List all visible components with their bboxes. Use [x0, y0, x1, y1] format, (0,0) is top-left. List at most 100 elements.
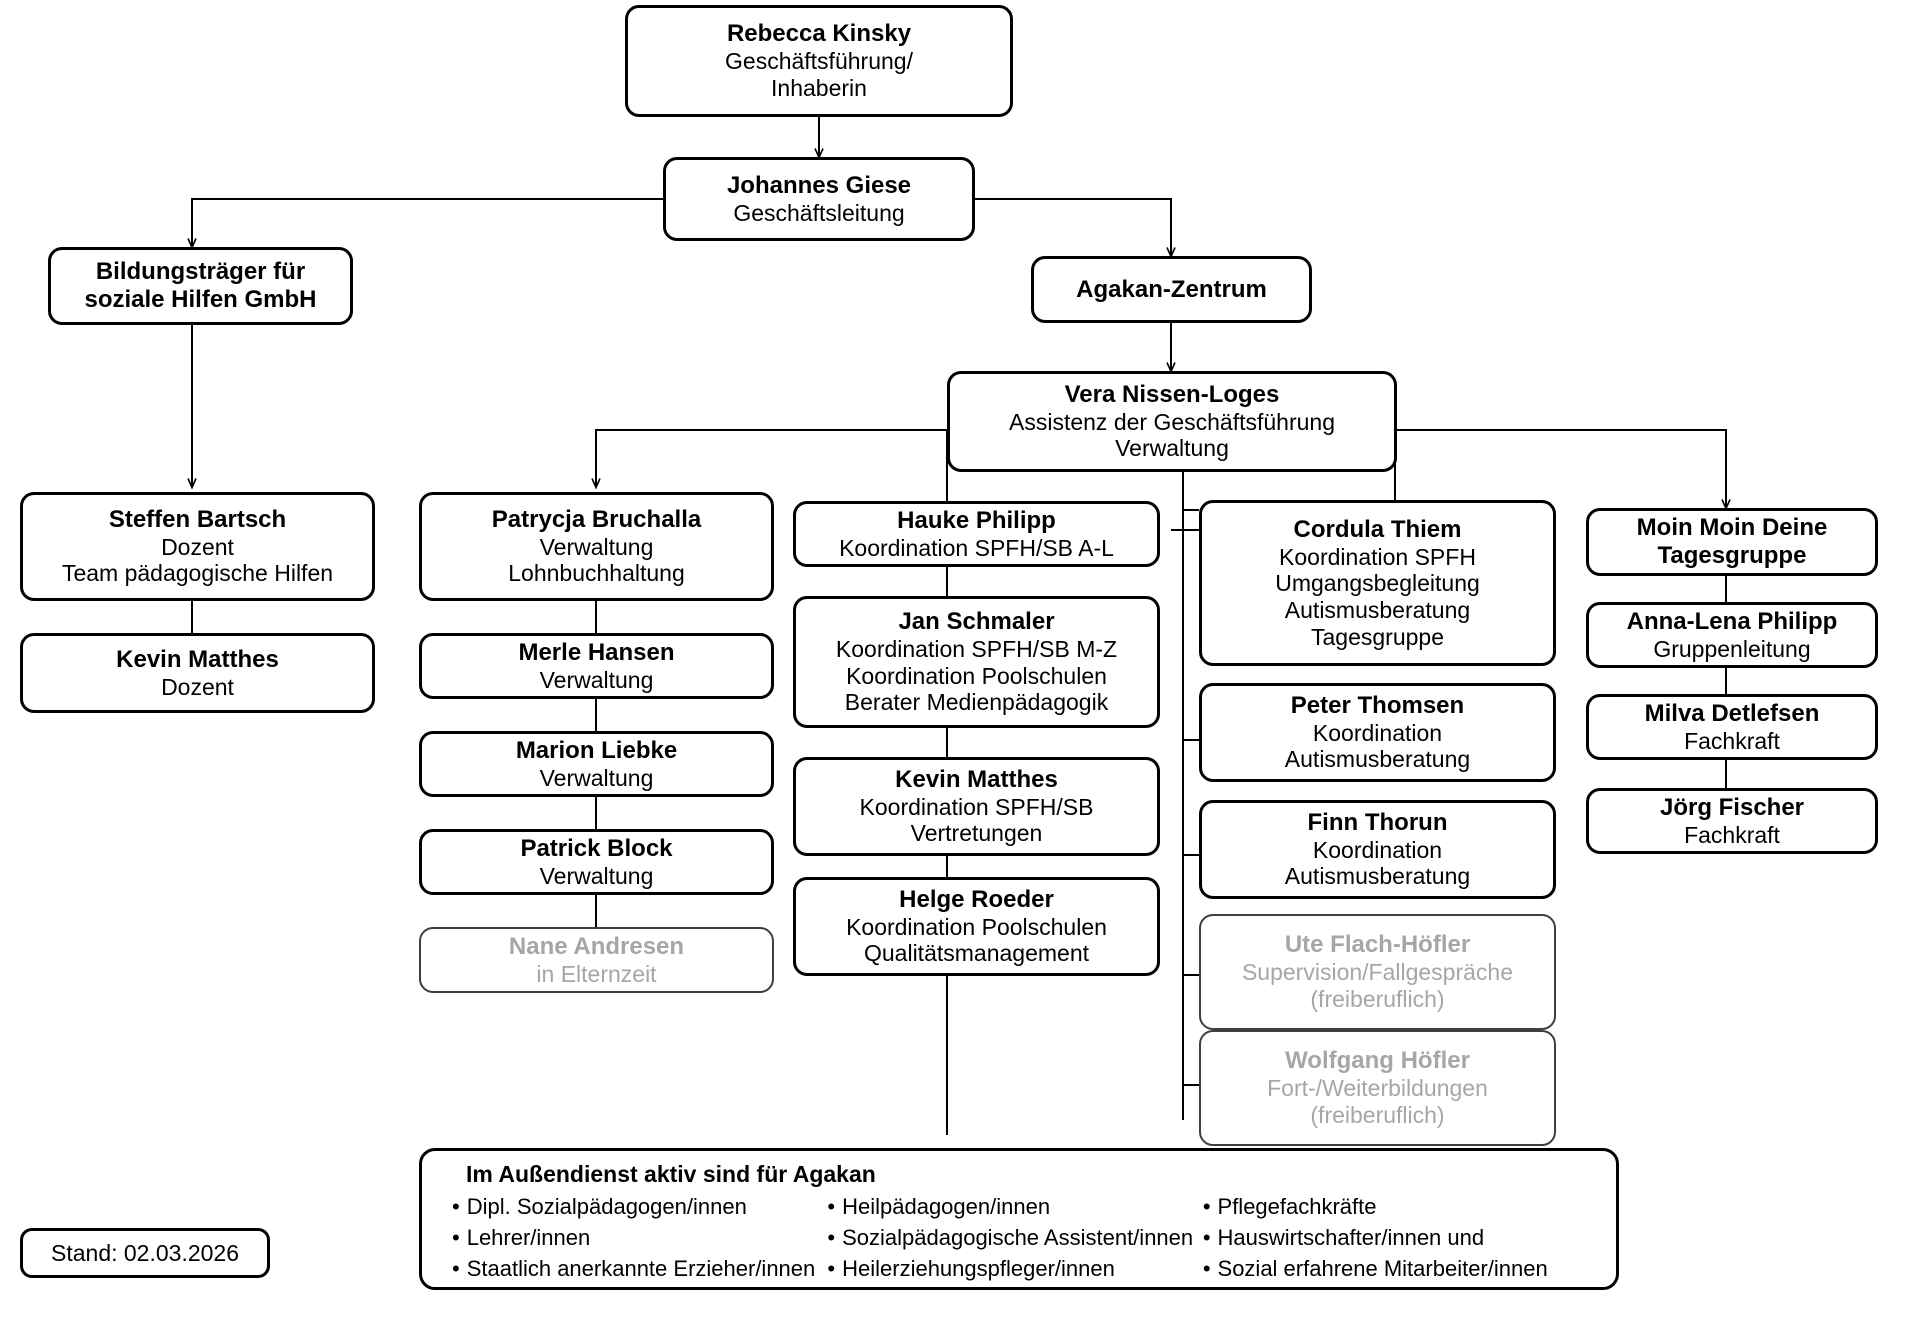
- node-role: (freiberuflich): [1310, 1101, 1445, 1128]
- node-cordula-thiem[interactable]: Cordula Thiem Koordination SPFH Umgangsb…: [1199, 500, 1556, 666]
- node-role: Gruppenleitung: [1653, 635, 1811, 662]
- node-peter-thomsen[interactable]: Peter Thomsen Koordination Autismusberat…: [1199, 683, 1556, 782]
- node-name: Moin Moin Deine Tagesgruppe: [1636, 514, 1828, 569]
- node-role: Qualitätsmanagement: [863, 940, 1089, 967]
- list-item: Pflegefachkräfte: [1203, 1191, 1598, 1222]
- node-finn-thorun[interactable]: Finn Thorun Koordination Autismusberatun…: [1199, 800, 1556, 899]
- node-role: Autismusberatung: [1284, 596, 1471, 623]
- node-vera-nissen-loges[interactable]: Vera Nissen-Loges Assistenz der Geschäft…: [947, 371, 1397, 472]
- node-role: Fort-/Weiterbildungen: [1267, 1075, 1488, 1102]
- node-name: Marion Liebke: [515, 736, 678, 764]
- node-johannes-giese[interactable]: Johannes Giese Geschäftsleitung: [663, 157, 975, 241]
- node-role: Umgangsbegleitung: [1275, 570, 1480, 597]
- node-rebecca-kinsky[interactable]: Rebecca Kinsky Geschäftsführung/ Inhaber…: [625, 5, 1013, 117]
- node-name: Jörg Fischer: [1659, 793, 1805, 821]
- node-role: Team pädagogische Hilfen: [61, 560, 334, 587]
- node-role: Verwaltung: [1115, 435, 1229, 462]
- node-name: Milva Detlefsen: [1644, 699, 1820, 727]
- node-role: Supervision/Fallgespräche: [1241, 959, 1514, 986]
- node-role: Tagesgruppe: [1311, 623, 1444, 650]
- node-role: Geschäftsführung/: [725, 48, 913, 75]
- node-joerg-fischer[interactable]: Jörg Fischer Fachkraft: [1586, 788, 1878, 854]
- node-name: Cordula Thiem: [1293, 515, 1462, 543]
- node-steffen-bartsch[interactable]: Steffen Bartsch Dozent Team pädagogische…: [20, 492, 375, 601]
- node-hauke-philipp[interactable]: Hauke Philipp Koordination SPFH/SB A-L: [793, 501, 1160, 567]
- node-role: Fachkraft: [1684, 727, 1780, 754]
- list-item: Sozialpädagogische Assistent/innen: [827, 1222, 1202, 1253]
- node-patrick-block[interactable]: Patrick Block Verwaltung: [419, 829, 774, 895]
- list-item: Hauswirtschafter/innen und: [1203, 1222, 1598, 1253]
- node-role: Verwaltung: [539, 533, 654, 560]
- node-role: Autismusberatung: [1284, 746, 1471, 773]
- node-helge-roeder[interactable]: Helge Roeder Koordination Poolschulen Qu…: [793, 877, 1160, 976]
- node-anna-lena-philipp[interactable]: Anna-Lena Philipp Gruppenleitung: [1586, 602, 1878, 668]
- node-jan-schmaler[interactable]: Jan Schmaler Koordination SPFH/SB M-Z Ko…: [793, 596, 1160, 728]
- node-role: Koordination SPFH: [1279, 543, 1476, 570]
- node-name: Ute Flach-Höfler: [1284, 931, 1471, 959]
- node-name: Anna-Lena Philipp: [1626, 607, 1838, 635]
- node-role: Inhaberin: [771, 74, 867, 101]
- node-role: Vertretungen: [910, 820, 1043, 847]
- aussendienst-panel: Im Außendienst aktiv sind für Agakan Dip…: [419, 1148, 1619, 1290]
- node-role: Assistenz der Geschäftsführung: [1009, 408, 1335, 435]
- list-item: Staatlich anerkannte Erzieher/innen: [452, 1253, 827, 1284]
- aussendienst-column-1: Dipl. Sozialpädagogen/innen Lehrer/innen…: [452, 1191, 827, 1285]
- node-role: Koordination SPFH/SB A-L: [839, 534, 1114, 561]
- node-role: Dozent: [161, 533, 234, 560]
- node-role: Koordination SPFH/SB: [859, 793, 1094, 820]
- node-name: Johannes Giese: [726, 171, 912, 199]
- aussendienst-title: Im Außendienst aktiv sind für Agakan: [466, 1161, 876, 1187]
- aussendienst-column-2: Heilpädagogen/innen Sozialpädagogische A…: [827, 1191, 1202, 1285]
- node-merle-hansen[interactable]: Merle Hansen Verwaltung: [419, 633, 774, 699]
- node-name: Jan Schmaler: [898, 608, 1055, 636]
- node-role: Koordination Poolschulen: [846, 662, 1107, 689]
- node-role: Koordination: [1312, 836, 1443, 863]
- node-marion-liebke[interactable]: Marion Liebke Verwaltung: [419, 731, 774, 797]
- node-role: Dozent: [161, 673, 234, 700]
- node-kevin-matthes-dozent[interactable]: Kevin Matthes Dozent: [20, 633, 375, 713]
- list-item: Sozial erfahrene Mitarbeiter/innen: [1203, 1253, 1598, 1284]
- node-name: Vera Nissen-Loges: [1064, 380, 1280, 408]
- node-name: Rebecca Kinsky: [726, 20, 912, 48]
- list-item: Dipl. Sozialpädagogen/innen: [452, 1191, 827, 1222]
- node-name: Wolfgang Höfler: [1285, 1047, 1470, 1075]
- node-role: Autismusberatung: [1284, 863, 1471, 890]
- node-wolfgang-hoefler[interactable]: Wolfgang Höfler Fort-/Weiterbildungen (f…: [1199, 1030, 1556, 1146]
- aussendienst-columns: Dipl. Sozialpädagogen/innen Lehrer/innen…: [452, 1191, 1598, 1285]
- node-role: in Elternzeit: [536, 960, 657, 987]
- node-name: Patrick Block: [520, 834, 673, 862]
- node-name: Merle Hansen: [518, 638, 675, 666]
- node-role: Koordination: [1312, 719, 1443, 746]
- node-role: Geschäftsleitung: [733, 199, 905, 226]
- node-role: Berater Medienpädagogik: [844, 689, 1109, 716]
- stand-date-badge: Stand: 02.03.2026: [20, 1228, 270, 1278]
- node-name: Bildungsträger für soziale Hilfen GmbH: [84, 258, 317, 313]
- node-ute-flach-hoefler[interactable]: Ute Flach-Höfler Supervision/Fallgespräc…: [1199, 914, 1556, 1030]
- list-item: Heilerziehungspfleger/innen: [827, 1253, 1202, 1284]
- node-name: Kevin Matthes: [116, 645, 279, 673]
- node-name: Peter Thomsen: [1290, 691, 1465, 719]
- node-bildungstraeger[interactable]: Bildungsträger für soziale Hilfen GmbH: [48, 247, 353, 325]
- node-role: Verwaltung: [539, 666, 654, 693]
- node-role: Koordination Poolschulen: [846, 913, 1107, 940]
- node-patrycja-bruchalla[interactable]: Patrycja Bruchalla Verwaltung Lohnbuchha…: [419, 492, 774, 601]
- node-agakan-zentrum[interactable]: Agakan-Zentrum: [1031, 256, 1312, 323]
- node-moin-moin-deine-tagesgruppe[interactable]: Moin Moin Deine Tagesgruppe: [1586, 508, 1878, 576]
- node-kevin-matthes-koordination[interactable]: Kevin Matthes Koordination SPFH/SB Vertr…: [793, 757, 1160, 856]
- node-role: Verwaltung: [539, 862, 654, 889]
- node-role: Fachkraft: [1684, 821, 1780, 848]
- node-name: Steffen Bartsch: [108, 505, 287, 533]
- stand-date-text: Stand: 02.03.2026: [51, 1239, 239, 1266]
- node-milva-detlefsen[interactable]: Milva Detlefsen Fachkraft: [1586, 694, 1878, 760]
- list-item: Lehrer/innen: [452, 1222, 827, 1253]
- node-role: Koordination SPFH/SB M-Z: [835, 635, 1118, 662]
- node-name: Helge Roeder: [899, 885, 1054, 913]
- node-name: Nane Andresen: [508, 932, 685, 960]
- node-name: Kevin Matthes: [895, 765, 1058, 793]
- node-nane-andresen[interactable]: Nane Andresen in Elternzeit: [419, 927, 774, 993]
- aussendienst-column-3: Pflegefachkräfte Hauswirtschafter/innen …: [1203, 1191, 1598, 1285]
- node-role: Verwaltung: [539, 764, 654, 791]
- list-item: Heilpädagogen/innen: [827, 1191, 1202, 1222]
- node-role: (freiberuflich): [1310, 985, 1445, 1012]
